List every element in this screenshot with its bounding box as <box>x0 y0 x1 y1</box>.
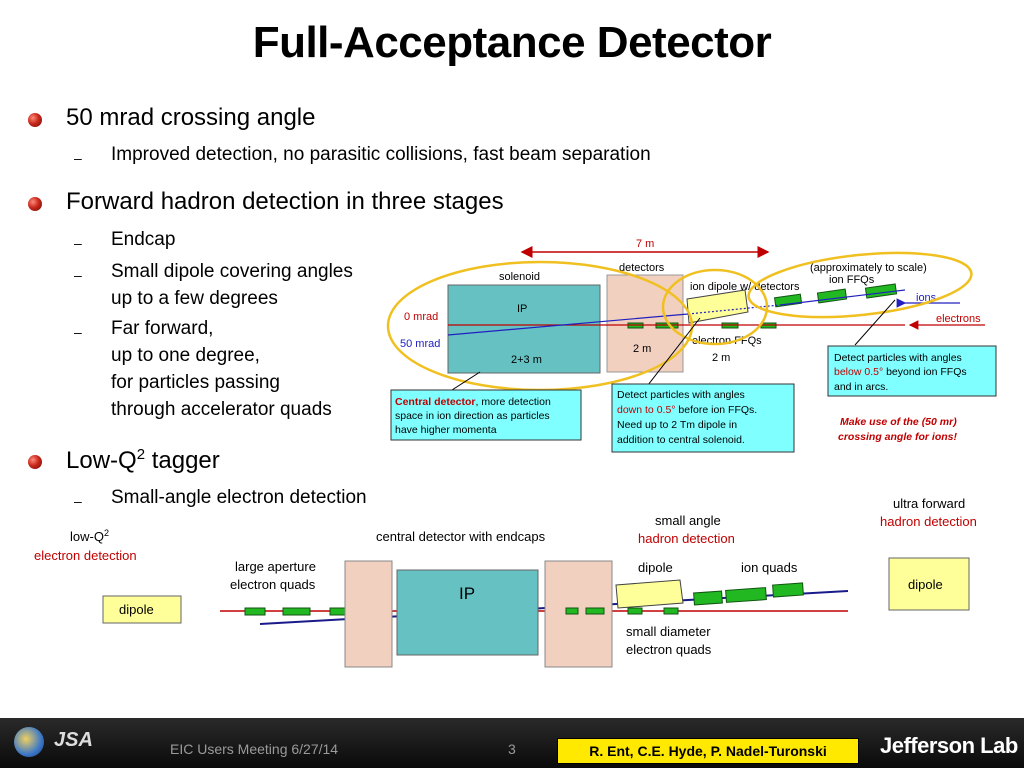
small-angle-line1: small angle <box>655 513 721 528</box>
jefferson-lab-logo: Jefferson Lab <box>880 733 1018 758</box>
large-aperture-line2: electron quads <box>230 577 316 592</box>
central-detector-callout-line3: have higher momenta <box>395 424 497 436</box>
dipole-region-ellipse <box>661 268 769 346</box>
bullet-icon <box>28 113 42 127</box>
ip-label-lower: IP <box>459 584 475 603</box>
lower-layout-diagram: low-Q2 electron detection dipole large a… <box>34 496 977 668</box>
endcap-left <box>344 560 393 668</box>
crossing-note-line2: crossing angle for ions! <box>838 431 958 443</box>
ion-dipole-label: ion dipole w/ detectors <box>690 281 800 293</box>
footer-page-number: 3 <box>508 741 516 757</box>
ion-quad-1 <box>693 590 723 606</box>
electron-quad-l1 <box>244 607 266 616</box>
bullet-icon <box>28 455 42 469</box>
bullet-low-q2-tagger: Low-Q2 tagger <box>66 446 220 474</box>
sub-improved-detection: Improved detection, no parasitic collisi… <box>111 144 651 165</box>
central-detector-callout <box>390 389 582 441</box>
doe-seal-icon <box>14 727 44 757</box>
dipole-right-block <box>888 557 970 611</box>
far-forward-callout-line3: and in arcs. <box>834 381 888 393</box>
ion-beam-line <box>447 313 689 336</box>
electrons-label: electrons <box>936 313 981 325</box>
far-forward-callout-line2: below 0.5° beyond ion FFQs <box>834 366 967 378</box>
ion-beam-dotted <box>687 304 781 315</box>
dash-icon: – <box>74 150 82 166</box>
ion-quad-2 <box>725 587 767 603</box>
two-three-m-label: 2+3 m <box>511 354 542 366</box>
sub-far-forward: Far forward, up to one degree, for parti… <box>111 318 332 420</box>
central-detector-callout-line2: space in ion direction as particles <box>395 410 550 422</box>
dipole-callout <box>611 383 795 453</box>
ion-quads-label: ion quads <box>741 560 798 575</box>
dipole-right-label: dipole <box>908 577 943 592</box>
slide-title: Full-Acceptance Detector <box>252 18 772 67</box>
central-detector-callout-line1: Central detector, more detection <box>395 396 551 408</box>
detectors-label: detectors <box>619 262 665 274</box>
ultra-forward-line1: ultra forward <box>893 496 965 511</box>
pointer-right <box>854 299 896 346</box>
bullet-forward-hadron: Forward hadron detection in three stages <box>66 188 504 215</box>
ion-quad-3 <box>772 582 804 598</box>
dipole-mid-block <box>615 579 684 609</box>
ultra-forward-red: hadron detection <box>880 514 977 529</box>
bullet-crossing-angle: 50 mrad crossing angle <box>66 104 316 131</box>
dash-icon: – <box>74 267 82 283</box>
dipole-callout-line2: down to 0.5° before ion FFQs. <box>617 404 757 416</box>
bullet-icon <box>28 197 42 211</box>
authors-badge: R. Ent, C.E. Hyde, P. Nadel-Turonski <box>557 738 859 764</box>
jsa-logo-icon: JSA <box>54 729 93 751</box>
ion-dipole-block <box>686 289 749 324</box>
pointer-mid <box>647 317 701 386</box>
solenoid-block <box>447 284 601 374</box>
scale-note: (approximately to scale) <box>810 262 927 274</box>
lowq2-label: low-Q2 <box>70 528 109 544</box>
electron-quad-r1 <box>565 607 579 615</box>
ion-ffqs-label: ion FFQs <box>829 274 875 286</box>
small-diameter-line1: small diameter <box>626 624 711 639</box>
fifty-mrad-label: 50 mrad <box>400 338 440 350</box>
dipole-mid-label: dipole <box>638 560 673 575</box>
zero-mrad-label: 0 mrad <box>404 311 438 323</box>
central-detector-label: central detector with endcaps <box>376 529 546 544</box>
dash-icon: – <box>74 324 82 340</box>
seven-m-label: 7 m <box>636 238 654 250</box>
sub-small-dipole: Small dipole covering angles up to a few… <box>111 261 353 309</box>
dipole-callout-line4: addition to central solenoid. <box>617 434 745 446</box>
electron-quad-l2 <box>282 607 311 616</box>
sub-small-angle-electron: Small-angle electron detection <box>111 487 367 508</box>
small-angle-red: hadron detection <box>638 531 735 546</box>
crossing-note-line1: Make use of the (50 mr) <box>840 416 957 428</box>
ion-ffq-3 <box>864 283 898 299</box>
two-m-label-a: 2 m <box>633 343 651 355</box>
solenoid-lower <box>396 569 539 656</box>
electron-quad-r4 <box>663 607 679 615</box>
far-forward-callout <box>827 345 997 397</box>
small-diameter-line2: electron quads <box>626 642 712 657</box>
pointer-left <box>451 371 481 391</box>
two-m-label-b: 2 m <box>712 352 730 364</box>
electron-quad-r2 <box>585 607 605 615</box>
lowq2-red-label: electron detection <box>34 548 137 563</box>
ip-label-upper: IP <box>517 303 527 315</box>
dash-icon: – <box>74 235 82 251</box>
sub-endcap: Endcap <box>111 229 176 250</box>
electron-quad-r3 <box>627 607 643 615</box>
far-forward-ellipse <box>747 251 973 319</box>
large-aperture-line1: large aperture <box>235 559 316 574</box>
ion-beam-far <box>779 289 906 306</box>
solenoid-label: solenoid <box>499 271 540 283</box>
far-forward-callout-line1: Detect particles with angles <box>834 352 962 364</box>
footer-meeting: EIC Users Meeting 6/27/14 <box>170 741 339 757</box>
dipole-left-block <box>102 595 182 624</box>
dipole-callout-line3: Need up to 2 Tm dipole in <box>617 419 737 431</box>
dipole-callout-line1: Detect particles with angles <box>617 389 745 401</box>
dipole-left-label: dipole <box>119 602 154 617</box>
dash-icon: – <box>74 493 82 509</box>
